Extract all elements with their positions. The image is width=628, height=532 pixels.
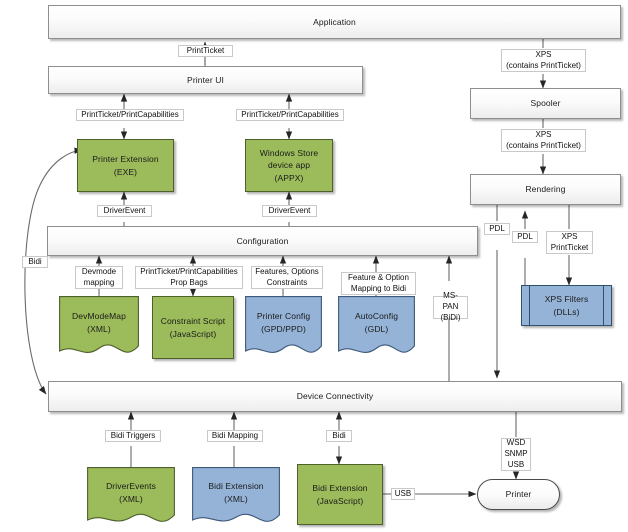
node-application-label: Application xyxy=(313,16,356,27)
node-constraint-script-label: Constraint Script (JavaScript) xyxy=(160,316,226,339)
document-shape xyxy=(338,296,415,353)
node-windows-store-device-app-label: Windows Store device app (APPX) xyxy=(259,148,319,183)
document-shape xyxy=(59,296,139,353)
edge-label-xps-contains-printticket-bottom: XPS (contains PrintTicket) xyxy=(501,129,586,152)
edge-label-wsd-snmp-usb: WSD SNMP USB xyxy=(501,438,531,471)
edge-label-driverevent-right: DriverEvent xyxy=(262,205,317,217)
edge-label-features-options-constraints: Features, Options Constraints xyxy=(251,266,323,289)
node-devmodemap-label: DevModeMap (XML) xyxy=(72,311,126,334)
node-configuration-label: Configuration xyxy=(236,235,289,246)
edge-label-bidi-left: Bidi xyxy=(22,256,48,268)
node-driverevents-label: DriverEvents (XML) xyxy=(106,481,156,504)
node-device-connectivity[interactable]: Device Connectivity xyxy=(48,381,622,412)
node-rendering[interactable]: Rendering xyxy=(470,174,621,205)
node-spooler-label: Spooler xyxy=(530,98,561,109)
node-driverevents[interactable]: DriverEvents (XML) xyxy=(87,467,175,528)
edge-label-devmode-mapping: Devmode mapping xyxy=(75,266,123,289)
node-printer-extension[interactable]: Printer Extension (EXE) xyxy=(77,139,174,192)
document-shape xyxy=(87,467,175,522)
edge-label-pdl-right: PDL xyxy=(512,231,538,243)
node-printer-ui[interactable]: Printer UI xyxy=(48,66,363,94)
node-printer[interactable]: Printer xyxy=(477,479,560,510)
edge-label-bidi-triggers: Bidi Triggers xyxy=(105,430,161,442)
node-xps-filters-label: XPS Filters (DLLs) xyxy=(544,294,589,317)
node-bidi-extension-xml-label: Bidi Extension (XML) xyxy=(208,481,264,504)
edge-label-printticket-printcapabilities-left: PrintTicket/PrintCapabilities xyxy=(76,109,184,121)
edge-label-bidi-mapping: Bidi Mapping xyxy=(207,430,263,442)
node-spooler[interactable]: Spooler xyxy=(470,88,621,119)
node-printer-config[interactable]: Printer Config (GPD/PPD) xyxy=(245,296,322,359)
edge-label-ms-pan-bidi: MS-PAN (BiDi) xyxy=(433,291,468,322)
node-autoconfig-label: AutoConfig (GDL) xyxy=(354,311,399,334)
edge-label-xps-contains-printticket-top: XPS (contains PrintTicket) xyxy=(501,49,586,72)
node-devmodemap[interactable]: DevModeMap (XML) xyxy=(59,296,139,359)
node-windows-store-device-app[interactable]: Windows Store device app (APPX) xyxy=(245,139,333,192)
node-autoconfig[interactable]: AutoConfig (GDL) xyxy=(338,296,415,359)
document-shape xyxy=(192,467,280,522)
edge-label-printticket: PrintTicket xyxy=(178,45,233,57)
node-constraint-script[interactable]: Constraint Script (JavaScript) xyxy=(152,296,234,359)
node-device-connectivity-label: Device Connectivity xyxy=(296,391,374,402)
edge-label-driverevent-left: DriverEvent xyxy=(97,205,152,217)
edge-label-feature-option-mapping: Feature & Option Mapping to Bidi xyxy=(341,272,416,295)
edge-label-printticket-printcapabilities-right: PrintTicket/PrintCapabilities xyxy=(236,109,344,121)
edge-label-bidi-center: Bidi xyxy=(326,430,352,442)
node-rendering-label: Rendering xyxy=(525,184,566,195)
node-printer-ui-label: Printer UI xyxy=(187,74,224,85)
edge-label-usb: USB xyxy=(391,488,415,500)
edge-label-pdl-left: PDL xyxy=(484,223,510,235)
node-application[interactable]: Application xyxy=(48,5,621,39)
edge-label-printticket-prop-bags: PrintTicket/PrintCapabilities Prop Bags xyxy=(135,266,243,289)
node-bidi-extension-javascript-label: Bidi Extension (JavaScript) xyxy=(312,483,368,506)
node-printer-extension-label: Printer Extension (EXE) xyxy=(92,154,159,177)
node-printer-label: Printer xyxy=(505,489,532,500)
node-bidi-extension-xml[interactable]: Bidi Extension (XML) xyxy=(192,467,280,528)
node-printer-config-label: Printer Config (GPD/PPD) xyxy=(256,311,311,334)
node-xps-filters[interactable]: XPS Filters (DLLs) xyxy=(521,285,612,326)
node-bidi-extension-javascript[interactable]: Bidi Extension (JavaScript) xyxy=(297,464,383,525)
edge-label-xps-printticket: XPS PrintTicket xyxy=(546,231,593,254)
document-shape xyxy=(245,296,322,353)
node-configuration[interactable]: Configuration xyxy=(47,226,478,256)
